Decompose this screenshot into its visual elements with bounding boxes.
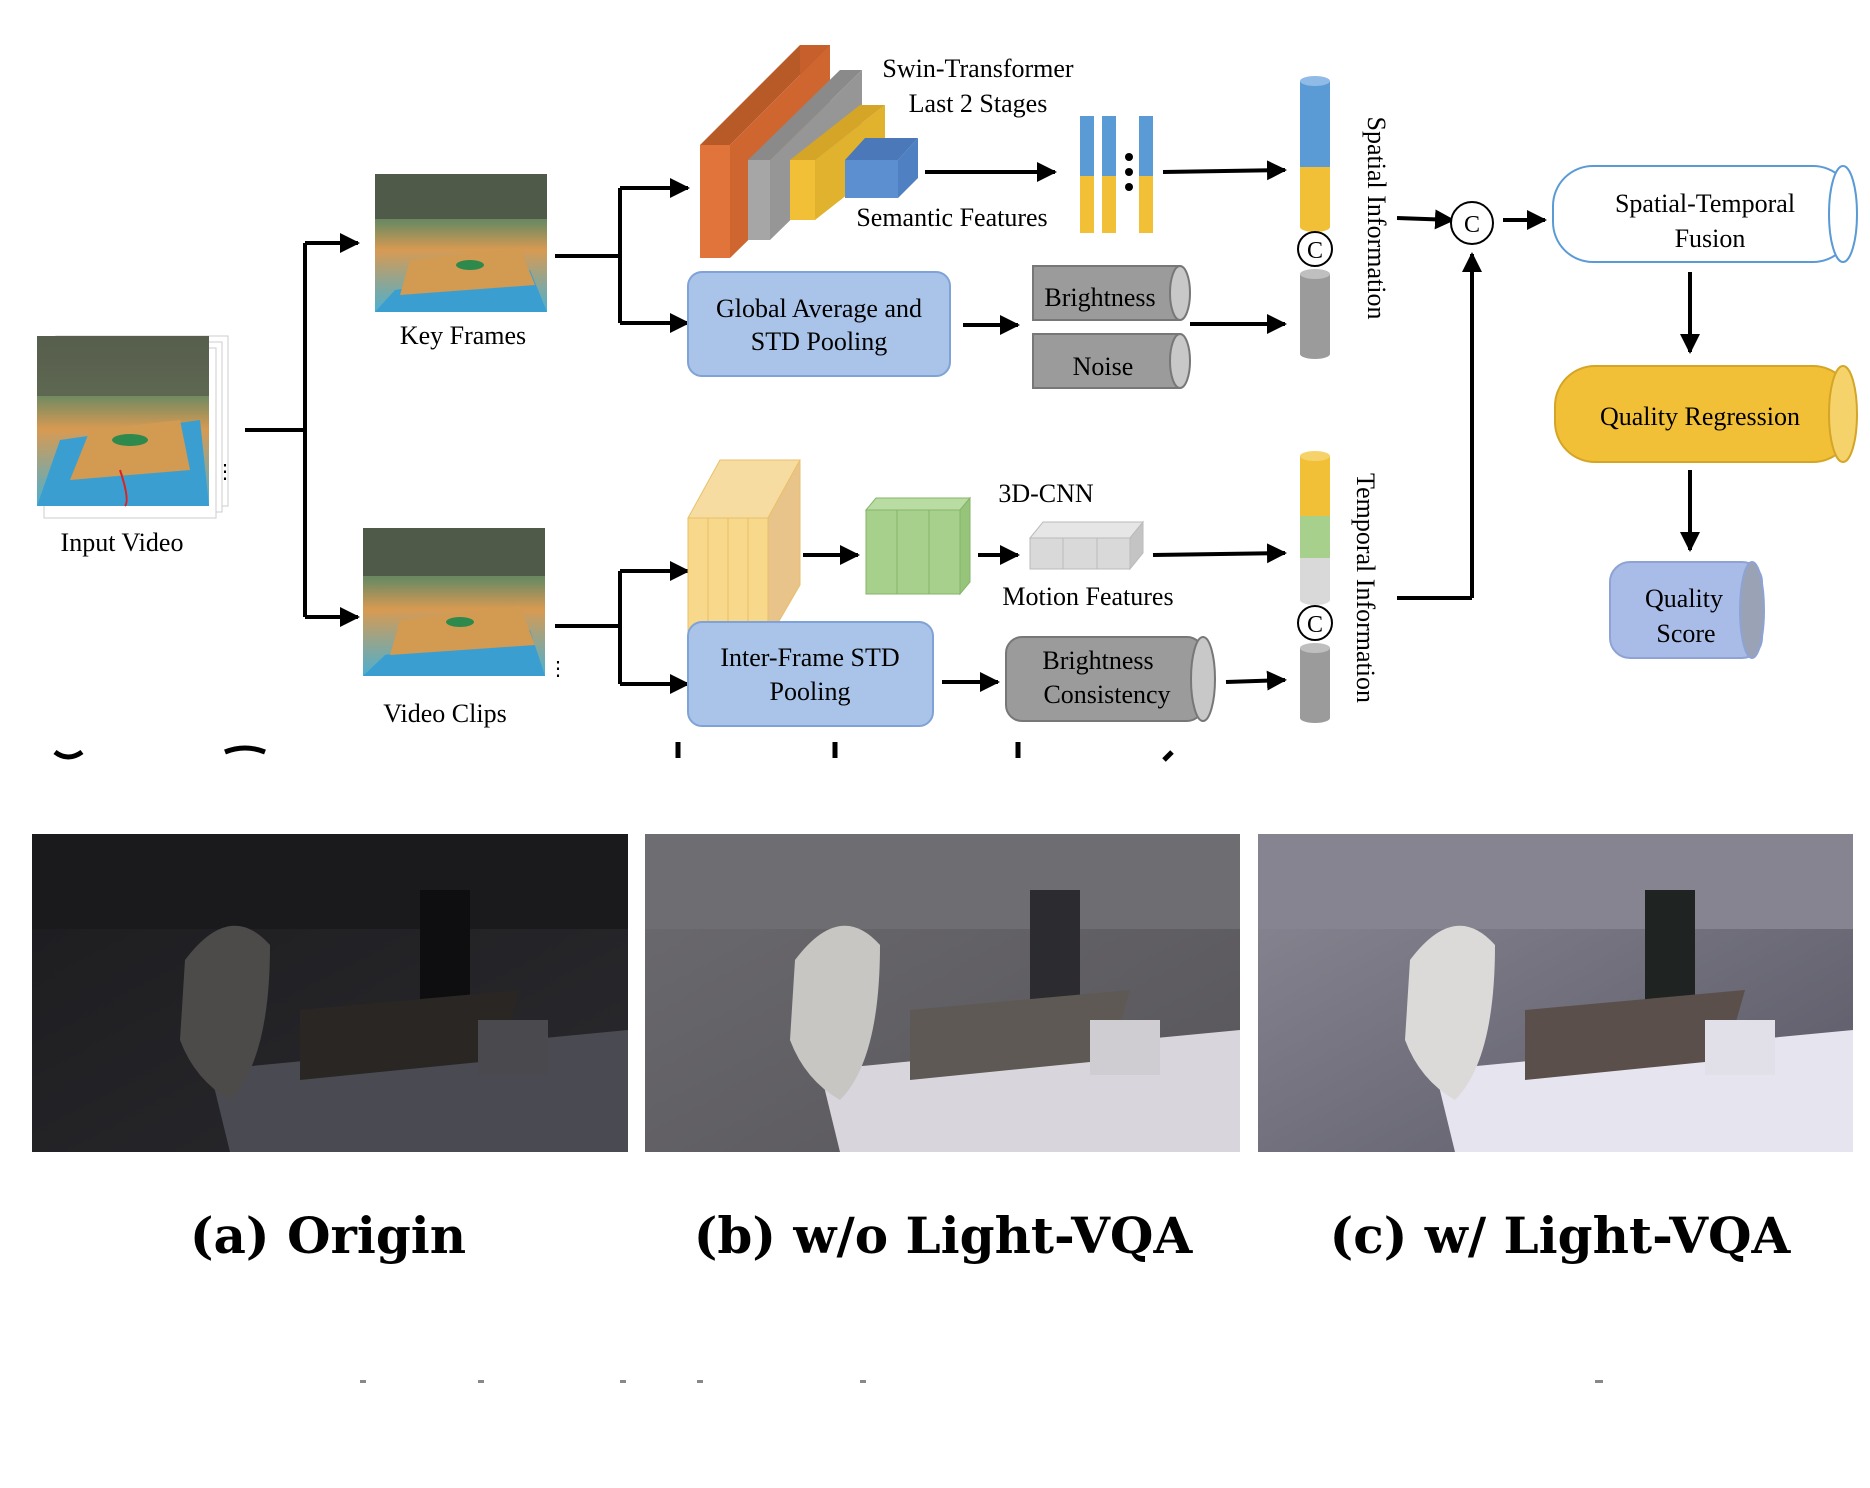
- spatial-to-concat-arrow: [1396, 209, 1455, 230]
- noise-cylinder: Noise: [1032, 333, 1191, 389]
- brightness-consistency-line2: Consistency: [1043, 680, 1170, 709]
- caption-with-light-vqa: (c) w/ Light-VQA: [1330, 1206, 1792, 1265]
- concat-symbol-temporal: C: [1307, 612, 1323, 638]
- motion-features-label: Motion Features: [1002, 582, 1173, 611]
- key-frames-image: [375, 174, 547, 312]
- video-clips-branch: [555, 561, 690, 694]
- quality-score-line1: Quality: [1645, 584, 1723, 613]
- temporal-info-label: Temporal Information: [1351, 473, 1380, 703]
- spatial-info-label: Spatial Information: [1362, 117, 1391, 320]
- inter-frame-std-pooling-box: Inter-Frame STD Pooling: [687, 621, 934, 727]
- brightness-consistency-line1: Brightness: [1042, 646, 1153, 675]
- cropped-text-fragments: [53, 742, 1174, 762]
- cnn3d-label: 3D-CNN: [998, 479, 1094, 508]
- quality-regression-label: Quality Regression: [1600, 402, 1800, 431]
- video-clips-image: [363, 528, 545, 676]
- cnn3d-block: [864, 496, 972, 596]
- swin-label-line2: Last 2 Stages: [909, 89, 1048, 118]
- concat-symbol-main: C: [1464, 212, 1480, 238]
- swin-label-line1: Swin-Transformer: [882, 54, 1073, 83]
- key-frames-label: Key Frames: [400, 321, 526, 350]
- features-to-spatial-arrow: [1162, 160, 1287, 181]
- quality-score-line2: Score: [1656, 619, 1715, 648]
- fusion-label-line1: Spatial-Temporal: [1615, 189, 1795, 218]
- input-video-frame: [37, 336, 209, 507]
- motion-features-block: [1028, 520, 1145, 571]
- video-clips-ellipsis: ⋮: [548, 658, 568, 680]
- quality-score-cylinder: Quality Score: [1609, 561, 1765, 659]
- fusion-label-line2: Fusion: [1675, 224, 1746, 253]
- key-frames-branch: [555, 178, 690, 333]
- gap-label-line2: STD Pooling: [751, 327, 888, 356]
- temporal-feature-cylinder: C: [1297, 451, 1333, 723]
- concat-node: C: [1450, 201, 1494, 245]
- cropped-dot-fragments: [360, 1380, 1603, 1383]
- global-average-std-pooling-box: Global Average and STD Pooling: [687, 271, 951, 377]
- spatial-temporal-fusion-cylinder: Spatial-Temporal Fusion: [1552, 165, 1858, 263]
- semantic-feature-vectors: [1080, 116, 1153, 233]
- input-video-stack: ⋮: [37, 335, 235, 519]
- video-clips-label: Video Clips: [383, 699, 506, 728]
- caption-origin: (a) Origin: [190, 1206, 466, 1265]
- temporal-to-concat-connector: [1397, 252, 1482, 600]
- gap-label-line1: Global Average and: [716, 294, 922, 323]
- quality-regression-cylinder: Quality Regression: [1554, 365, 1858, 463]
- swin-transformer-blocks: [700, 45, 918, 258]
- clip-volume-block: [687, 459, 801, 642]
- semantic-features-label: Semantic Features: [856, 203, 1047, 232]
- brightness-consistency-cylinder: Brightness Consistency: [1005, 636, 1216, 722]
- input-video-ellipsis: ⋮: [215, 461, 235, 483]
- brightness-cylinder: Brightness: [1032, 265, 1191, 321]
- input-split-connector: [245, 233, 360, 627]
- spatial-feature-cylinder: C: [1297, 76, 1333, 359]
- interframe-label-line1: Inter-Frame STD: [720, 643, 899, 672]
- interframe-label-line2: Pooling: [770, 677, 851, 706]
- brightness-label: Brightness: [1044, 283, 1155, 312]
- input-video-label: Input Video: [61, 528, 184, 557]
- noise-label: Noise: [1073, 352, 1134, 381]
- concat-symbol-spatial: C: [1307, 238, 1323, 264]
- photo-without-light-vqa: [645, 834, 1240, 1152]
- caption-without-light-vqa: (b) w/o Light-VQA: [694, 1206, 1194, 1265]
- motion-to-temporal-arrow: [1152, 543, 1287, 564]
- photo-origin: [32, 834, 628, 1152]
- photo-with-light-vqa: [1258, 834, 1853, 1152]
- consistency-to-temporal-arrow: [1225, 670, 1287, 691]
